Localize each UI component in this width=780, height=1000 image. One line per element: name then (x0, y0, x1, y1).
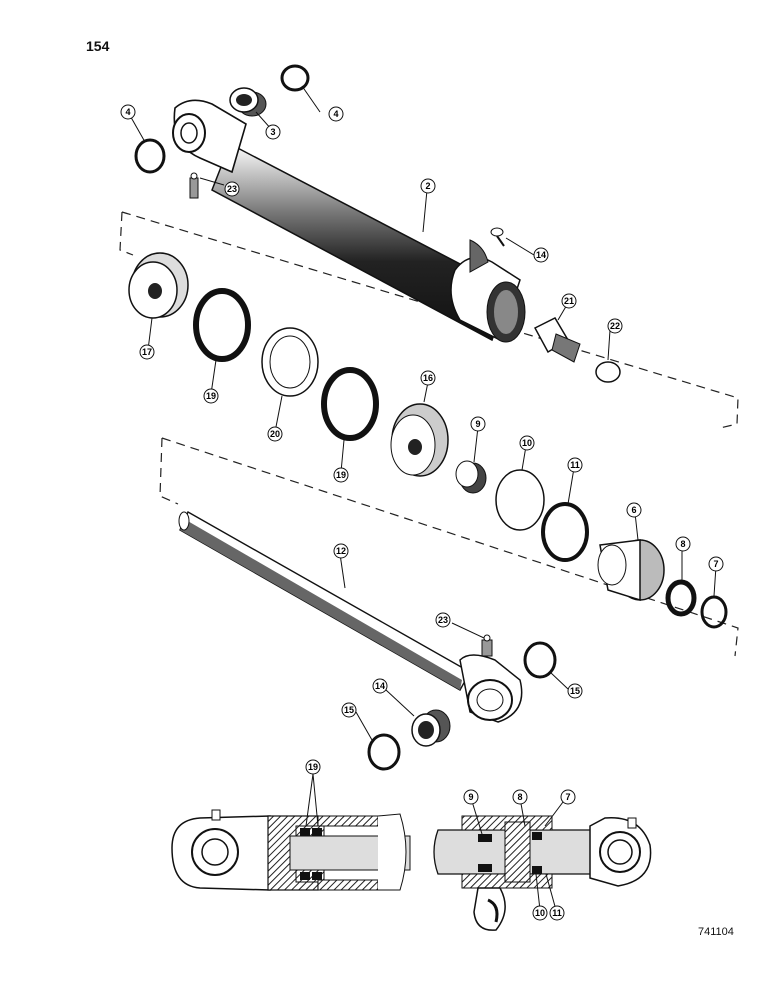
svg-text:22: 22 (610, 321, 620, 331)
backup-ring-part (541, 502, 589, 562)
barrel-cutaway-view (171, 809, 411, 891)
svg-text:10: 10 (522, 438, 532, 448)
washer-part (595, 361, 621, 383)
svg-text:10: 10 (535, 908, 545, 918)
piston-part (390, 403, 449, 477)
svg-text:23: 23 (438, 615, 448, 625)
svg-text:11: 11 (570, 460, 580, 470)
page-number: 154 (86, 38, 110, 54)
set-screw-part (490, 227, 505, 247)
wiper-part (700, 595, 728, 629)
rod-guide-part (597, 539, 665, 602)
svg-text:4: 4 (333, 109, 338, 119)
svg-text:11: 11 (552, 908, 562, 918)
svg-text:15: 15 (570, 686, 580, 696)
svg-text:19: 19 (308, 762, 318, 772)
svg-text:9: 9 (475, 419, 480, 429)
svg-text:17: 17 (142, 347, 152, 357)
piston-bushing-part (455, 460, 487, 494)
o-ring-part (495, 469, 545, 531)
svg-text:16: 16 (423, 373, 433, 383)
cylinder-barrel (172, 99, 526, 343)
svg-text:19: 19 (206, 391, 216, 401)
svg-text:3: 3 (270, 127, 275, 137)
svg-text:20: 20 (270, 429, 280, 439)
svg-text:21: 21 (564, 296, 574, 306)
svg-text:23: 23 (227, 184, 237, 194)
svg-text:14: 14 (375, 681, 385, 691)
rod-seal-part (665, 579, 697, 617)
svg-text:9: 9 (468, 792, 473, 802)
drawing-code: 741104 (698, 926, 734, 938)
rod-bushing-part (411, 709, 451, 747)
seal-part (193, 288, 379, 441)
plug-part (533, 317, 581, 363)
svg-text:15: 15 (344, 705, 354, 715)
rod-end-cutaway-view (433, 815, 652, 931)
piston-rod (178, 511, 523, 723)
bushing-part (229, 87, 267, 117)
head-part (128, 252, 189, 319)
callout-label: 4 4 3 23 2 14 21 22 17 19 20 19 16 9 10 … (120, 104, 724, 921)
svg-text:7: 7 (565, 792, 570, 802)
rod-group-outline (159, 437, 179, 505)
svg-text:8: 8 (517, 792, 522, 802)
svg-text:12: 12 (336, 546, 346, 556)
wear-ring-part (261, 327, 319, 397)
svg-text:4: 4 (125, 107, 130, 117)
snap-ring-part (134, 64, 310, 174)
svg-text:8: 8 (680, 539, 685, 549)
leader-lines (127, 85, 717, 911)
svg-text:19: 19 (336, 470, 346, 480)
rod-snap-ring-part (367, 641, 557, 771)
svg-text:2: 2 (425, 181, 430, 191)
svg-text:7: 7 (713, 559, 718, 569)
svg-text:14: 14 (536, 250, 546, 260)
svg-text:6: 6 (631, 505, 636, 515)
